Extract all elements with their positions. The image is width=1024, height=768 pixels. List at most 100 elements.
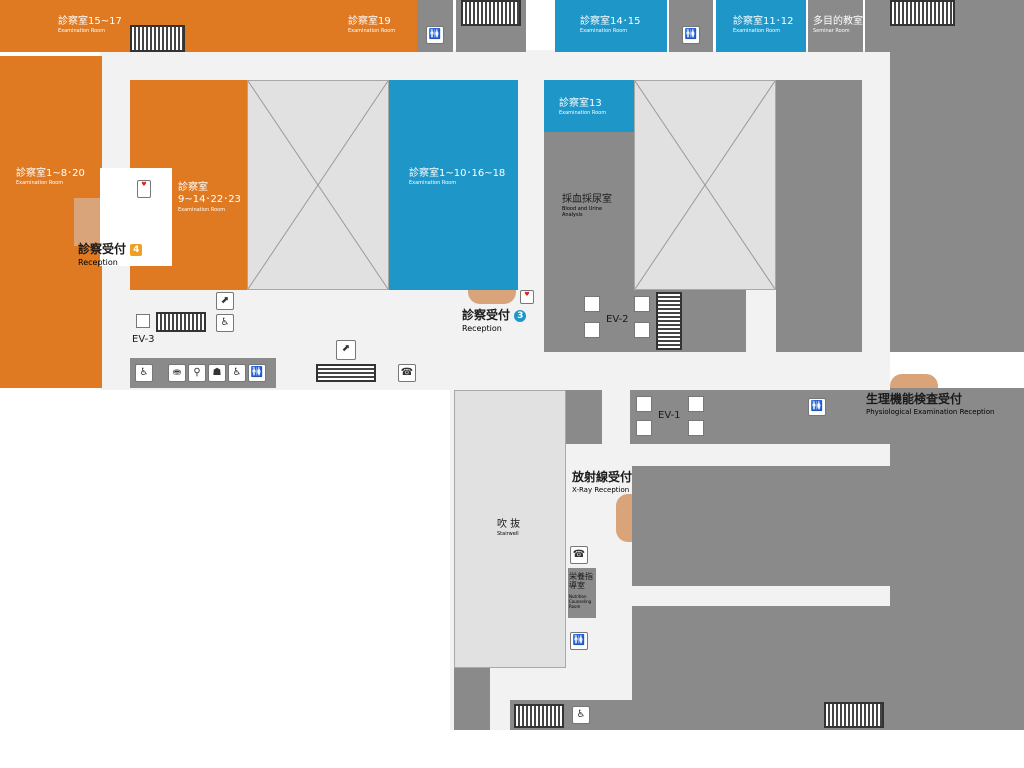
exam-room-13[interactable]: 診察室13 Examination Room [544,80,634,132]
nursing-room-icon: ⚲ [188,364,206,382]
reception-counter-4 [74,198,104,246]
reception-label: 診察受付 [462,308,511,322]
restroom-icon: 🚻 [248,364,266,382]
room-label-en: Examination Room [733,28,781,34]
service-block-east [890,0,1024,352]
room-label: 9~14･22･23 [178,194,241,205]
room-label: 診察室1~8･20 [16,168,85,179]
atrium-cross-lines [635,81,775,289]
baby-room-icon: ☗ [208,364,226,382]
reception-3-label: 診察受付 3 [462,308,527,322]
restroom-icon: 🚻 [570,632,588,650]
staircase [824,702,884,728]
nutrition-room[interactable]: 栄養指導室 Nutrition Counseling Room [568,568,596,618]
reception-4-en: Reception [78,258,118,267]
icon-strip-west: ♿ ⛂ ⚲ ☗ ♿ 🚻 [130,358,276,388]
xray-counter [616,494,632,542]
staircase [514,704,564,728]
elevator-icon [634,296,650,312]
xray-reception-label: 放射線受付 [572,470,633,484]
restroom-icon: 🚻 [808,398,826,416]
reception-4-label: 診察受付 4 [78,242,143,256]
wheelchair-icon: ♿ [228,364,246,382]
staircase [156,312,206,332]
room-label-en: Blood and Urine Analysis [562,206,603,218]
aed-icon: ♥ [520,290,534,304]
room-label: 診察室13 [559,98,602,109]
room-label-en: Examination Room [348,28,396,34]
ev1-label: EV-1 [658,410,681,421]
elevator-icon [636,396,652,412]
room-label-en: Nutrition Counseling Room [569,594,592,609]
room-label-en: Examination Room [178,207,226,213]
escalator-icon: ⬈ [216,292,234,310]
ev2-label: EV-2 [606,314,629,325]
wheelchair-icon: ♿ [135,364,153,382]
elevator-icon [136,314,150,328]
room-label: 診察室11･12 [733,16,794,27]
service-block-southwest [454,668,490,730]
physio-reception-en: Physiological Examination Reception [866,408,995,416]
escalator-icon: ⬈ [336,340,356,360]
reception-counter-3 [468,290,516,304]
ev3-label: EV-3 [132,334,155,345]
accessible-phone-icon: ☎ [570,546,588,564]
exam-room-14-15[interactable]: 診察室14･15 Examination Room [555,0,667,52]
service-block-south [566,390,602,444]
atrium-west [247,80,389,290]
room-label: 栄養指導室 [569,572,593,590]
staircase [461,0,521,26]
room-label: 採血採尿室 [562,194,612,205]
service-block-mid-east [776,80,862,352]
exam-room-15-17[interactable]: 診察室15~17 Examination Room [0,0,225,52]
ev2-block: EV-2 [544,290,746,352]
elevator-icon [584,296,600,312]
room-label-en: Examination Room [58,28,106,34]
xray-reception-en: X-Ray Reception [572,486,630,494]
room-label-en: Examination Room [409,180,457,186]
staircase [656,292,682,350]
stairwell-label-en: Stairwell [497,531,519,537]
aed-icon: ♥ [137,180,151,198]
atrium-east [634,80,776,290]
blood-urine-room[interactable]: 採血採尿室 Blood and Urine Analysis [544,132,634,290]
elevator-icon [688,396,704,412]
elevator-icon [688,420,704,436]
radiology-block [632,466,890,586]
staircase [890,0,955,26]
stairwell: 吹 抜 Stairwell [454,390,566,668]
room-label-en: Examination Room [580,28,628,34]
elevator-icon [636,420,652,436]
reception-3-en: Reception [462,324,502,333]
physio-counter [890,374,938,388]
exam-room-19[interactable]: 診察室19 Examination Room [225,0,417,52]
atrium-cross-lines [248,81,388,289]
room-label: 診察室15~17 [58,16,122,27]
wheelchair-icon: ♿ [572,706,590,724]
elevator-icon [584,322,600,338]
ev1-block: EV-1 🚻 [630,390,890,444]
restroom-block-top: 🚻 [417,0,453,52]
physio-block [890,388,1024,730]
stair-block-top [456,0,526,52]
service-block-top-right [865,0,890,52]
escalator [316,364,376,382]
room-label-en: Examination Room [559,110,607,116]
elevator-icon [634,322,650,338]
seminar-room[interactable]: 多目的教室 Seminar Room [808,0,863,52]
rest-area-icon: ⛂ [168,364,186,382]
service-block-south-2: ♿ [510,700,780,730]
physio-reception-label: 生理機能検査受付 [866,392,963,406]
exam-room-1-8-20[interactable]: 診察室1~8･20 Examination Room [0,56,104,388]
staircase [130,25,185,52]
room-label: 診察室19 [348,16,391,27]
restroom-block-top-2: 🚻 [669,0,713,52]
reception-label: 診察受付 [78,242,127,256]
exam-room-11-12[interactable]: 診察室11･12 Examination Room [716,0,806,52]
reception-number-badge: 4 [130,243,143,256]
room-label-en: Examination Room [16,180,64,186]
room-label: 多目的教室 [813,16,863,27]
room-label: 診察室14･15 [580,16,641,27]
restroom-icon: 🚻 [426,26,444,44]
exam-room-1-18[interactable]: 診察室1~10･16~18 Examination Room [389,80,518,290]
